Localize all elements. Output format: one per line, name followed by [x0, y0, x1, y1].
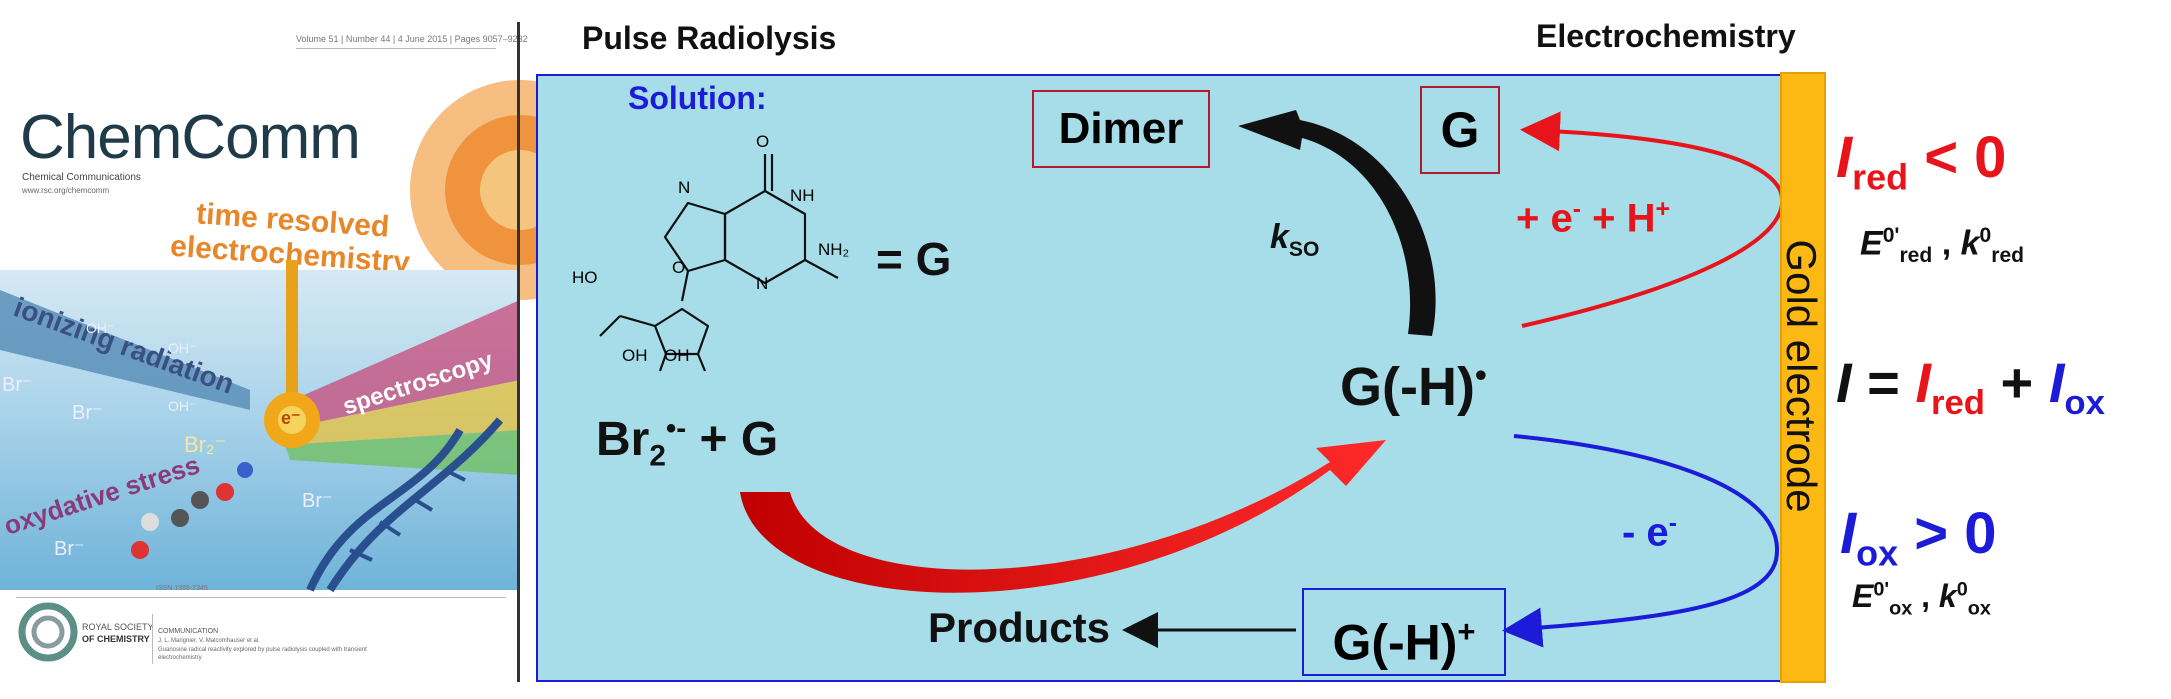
journal-title: ChemComm [20, 103, 361, 172]
rsc-logo-icon [18, 602, 78, 662]
cover-label-oh-2: OH⁻ [168, 340, 197, 356]
guanosine-structure [599, 154, 839, 372]
guanine-cation-box: G(-H)+ [1302, 588, 1506, 676]
cover-label-br-1: Br⁻ [2, 374, 33, 396]
cover-label-br2: Br₂⁻ [184, 432, 227, 457]
cover-label-br-4: Br⁻ [302, 490, 333, 512]
cover-publisher-2: OF CHEMISTRY [82, 634, 150, 644]
cover-label-oh-1: OH⁻ [86, 320, 115, 336]
journal-url: www.rsc.org/chemcomm [22, 186, 110, 195]
g-label: G [1440, 102, 1480, 158]
atom-n-imidazole: N [678, 178, 691, 197]
gold-electrode-label: Gold electrode [1778, 239, 1825, 513]
dimer-label: Dimer [1058, 104, 1184, 153]
total-current-equation: I = Ired + Iox [1836, 351, 2105, 423]
oxidation-by-br2-arrow [740, 440, 1386, 593]
cover-divider [517, 22, 520, 682]
guanine-radical: G(-H)• [1340, 357, 1487, 417]
cover-footer-divider [152, 614, 153, 664]
cover-label-br-2: Br⁻ [72, 402, 103, 424]
header-pulse-radiolysis: Pulse Radiolysis [582, 20, 837, 56]
rate-constant-kso: kSO [1270, 218, 1320, 261]
dimer-box: Dimer [1032, 90, 1210, 168]
cover-label-oh-3: OH⁻ [168, 398, 197, 414]
atom-nh2: NH₂ [818, 240, 850, 259]
cover-illustration [0, 260, 520, 593]
cover-comm-authors: J. L. Marignier, V. Malcomhauser et al. [158, 638, 260, 644]
solution-panel [536, 74, 1784, 682]
atom-oh-right: OH [664, 346, 690, 365]
cover-comm-heading: COMMUNICATION [158, 628, 219, 635]
cover-issn: ISSN 1359-7345 [156, 585, 208, 592]
atom-oh-left: OH [622, 346, 648, 365]
cover-footer-rule [16, 597, 506, 598]
products-label: Products [928, 604, 1111, 651]
molecule-equals-g: = G [876, 233, 952, 285]
reduction-parameters: E0'red , k0red [1860, 224, 2025, 268]
journal-subtitle: Chemical Communications [22, 172, 141, 183]
cover-issue-line: Volume 51 | Number 44 | 4 June 2015 | Pa… [296, 34, 528, 44]
oxidation-current: Iox > 0 [1840, 501, 1997, 574]
cover-comm-title: Guanosine radical reactivity explored by… [158, 647, 367, 661]
reduction-arrow [1520, 111, 1785, 328]
oxidation-arrow [1502, 434, 1780, 648]
cover-label-e: e⁻ [281, 408, 301, 428]
solution-label: Solution: [628, 80, 767, 116]
atom-o-carbonyl: O [756, 132, 770, 151]
atom-o-ribose: O [672, 258, 686, 277]
dimerization-arrow [1238, 110, 1436, 336]
cover-rule [296, 48, 496, 49]
journal-cover: Volume 51 | Number 44 | 4 June 2015 | Pa… [0, 0, 630, 699]
cover-label-br-3: Br⁻ [54, 538, 85, 560]
oxidation-parameters: E0'ox , k0ox [1852, 578, 1991, 620]
reduction-reaction-label: + e- + H+ [1516, 196, 1670, 241]
atom-n-ring: N [756, 274, 769, 293]
cover-publisher-1: ROYAL SOCIETY [82, 622, 154, 632]
g-box: G [1420, 86, 1500, 174]
atom-nh: NH [790, 186, 815, 205]
oxidation-reaction-label: - e- [1622, 510, 1677, 555]
gold-electrode [1780, 72, 1826, 683]
header-electrochemistry: Electrochemistry [1536, 18, 1796, 54]
reduction-current: Ired < 0 [1836, 125, 2007, 198]
atom-ho: HO [572, 268, 598, 287]
br2-plus-g: Br2•- + G [596, 412, 779, 473]
